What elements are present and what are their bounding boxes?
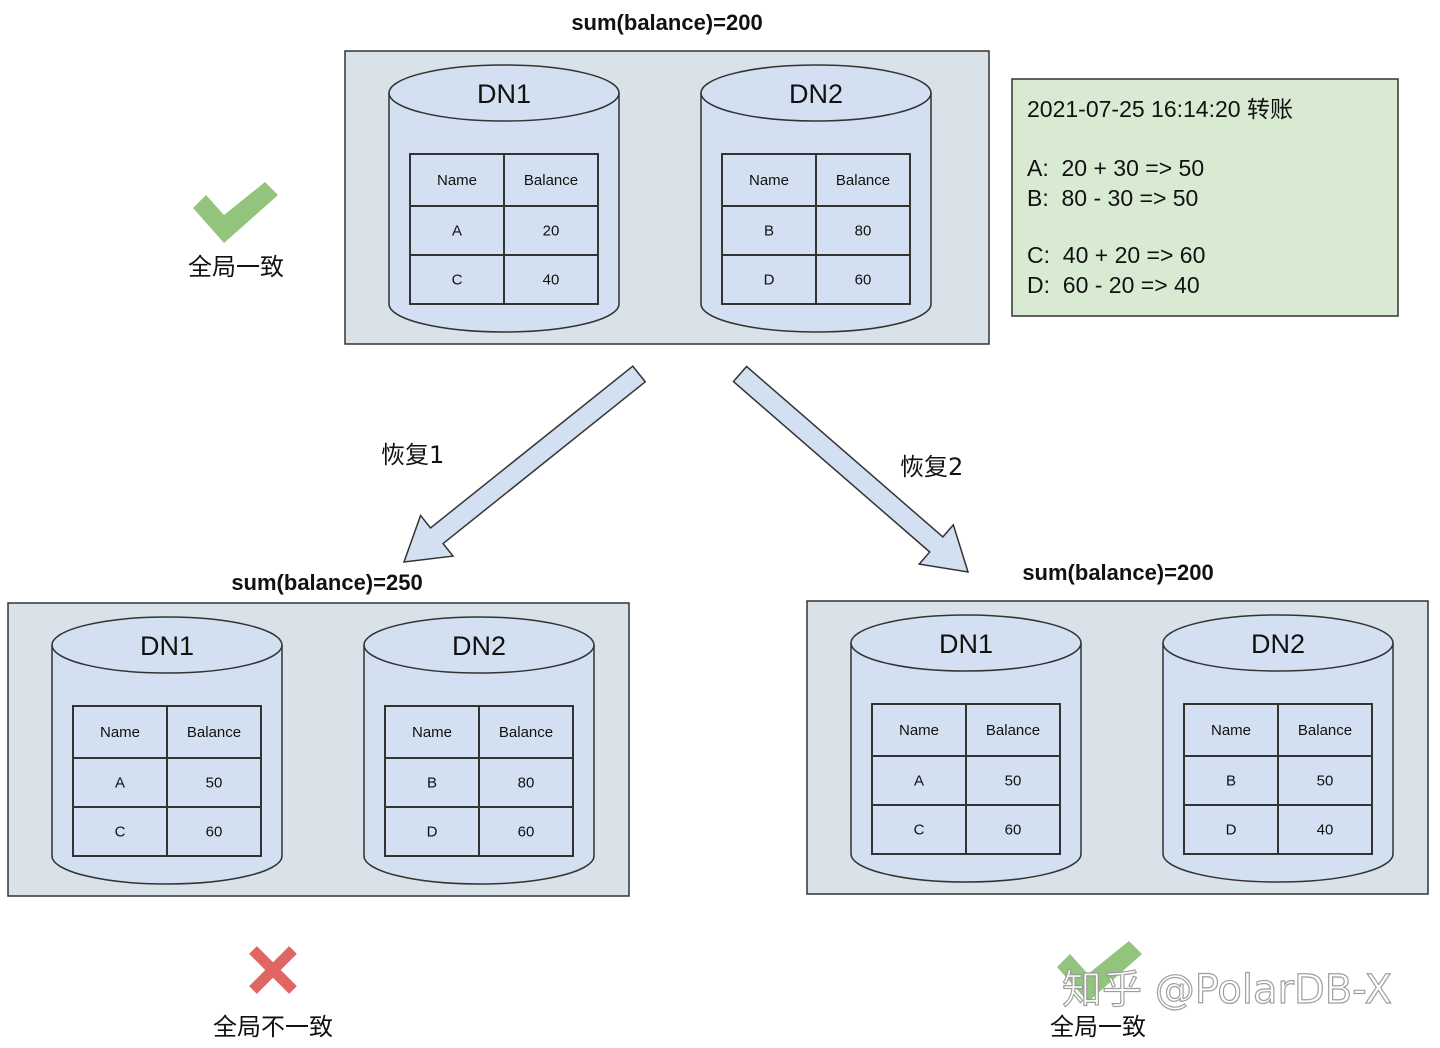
- table-header-cell: Name: [1211, 722, 1251, 739]
- note-line: C: 40 + 20 => 60: [1027, 242, 1205, 268]
- table-header-cell: Name: [899, 722, 939, 739]
- sum-balance-label: sum(balance)=200: [571, 10, 762, 35]
- table-header-cell: Balance: [986, 722, 1040, 739]
- cylinder-top: [51, 616, 283, 674]
- table-header-cell: Name: [749, 172, 789, 189]
- sum-balance-label: sum(balance)=250: [231, 570, 422, 595]
- table-cell: 50: [206, 775, 223, 792]
- arrow-label: 恢复2: [900, 453, 963, 481]
- arrow-label: 恢复1: [381, 441, 444, 469]
- note-box: [1011, 78, 1399, 317]
- table-header-cell: Balance: [524, 172, 578, 189]
- table-cell: C: [452, 272, 463, 289]
- table-cell: B: [764, 223, 774, 240]
- table-cell: 60: [206, 824, 223, 841]
- table-header-cell: Balance: [187, 724, 241, 741]
- table-cell: A: [914, 773, 924, 790]
- node-title: DN2: [789, 79, 843, 109]
- check-icon: [1057, 941, 1142, 1002]
- table-cell: D: [1226, 822, 1237, 839]
- cylinder-top: [363, 616, 595, 674]
- sum-balance-label: sum(balance)=200: [1022, 560, 1213, 585]
- node-title: DN1: [140, 631, 194, 661]
- table-header-cell: Balance: [836, 172, 890, 189]
- verdict-label: 全局不一致: [213, 1013, 333, 1041]
- cylinder-top: [700, 64, 932, 122]
- cross-icon: [249, 946, 297, 994]
- table-cell: B: [1226, 773, 1236, 790]
- arrow-down-right-icon: [732, 365, 970, 573]
- consistency-verdict: 全局一致: [188, 182, 284, 281]
- table-cell: A: [452, 223, 462, 240]
- note-line: B: 80 - 30 => 50: [1027, 185, 1198, 211]
- node-title: DN1: [939, 629, 993, 659]
- table-cell: A: [115, 775, 125, 792]
- table-cell: C: [914, 822, 925, 839]
- table-cell: 40: [543, 272, 560, 289]
- node-title: DN2: [452, 631, 506, 661]
- table-header-cell: Balance: [499, 724, 553, 741]
- cylinder-top: [850, 614, 1082, 672]
- table-cell: D: [427, 824, 438, 841]
- cylinder-top: [388, 64, 620, 122]
- check-icon: [193, 182, 278, 243]
- table-cell: 50: [1317, 773, 1334, 790]
- recovery-2-arrow: 恢复2: [732, 365, 970, 573]
- node-title: DN1: [477, 79, 531, 109]
- table-cell: 60: [855, 272, 872, 289]
- note-line: D: 60 - 20 => 40: [1027, 272, 1200, 298]
- table-header-cell: Name: [412, 724, 452, 741]
- consistency-verdict: 全局不一致: [213, 946, 333, 1041]
- table-header-cell: Name: [100, 724, 140, 741]
- node-title: DN2: [1251, 629, 1305, 659]
- table-cell: 40: [1317, 822, 1334, 839]
- table-cell: D: [764, 272, 775, 289]
- table-header-cell: Name: [437, 172, 477, 189]
- table-cell: 20: [543, 223, 560, 240]
- note-line: A: 20 + 30 => 50: [1027, 155, 1204, 181]
- verdict-label: 全局一致: [1050, 1013, 1146, 1041]
- arrow-down-left-icon: [402, 365, 647, 563]
- table-cell: 80: [855, 223, 872, 240]
- watermark: 知乎 @PolarDB-X: [1062, 967, 1392, 1013]
- table-cell: 60: [1005, 822, 1022, 839]
- cylinder-top: [1162, 614, 1394, 672]
- table-cell: 60: [518, 824, 535, 841]
- table-cell: 80: [518, 775, 535, 792]
- transfer-note: 2021-07-25 16:14:20 转账 A: 20 + 30 => 50 B:…: [1011, 78, 1399, 317]
- table-cell: 50: [1005, 773, 1022, 790]
- table-cell: B: [427, 775, 437, 792]
- recovery-1-arrow: 恢复1: [381, 365, 647, 563]
- table-cell: C: [115, 824, 126, 841]
- verdict-label: 全局一致: [188, 253, 284, 281]
- note-title: 2021-07-25 16:14:20 转账: [1027, 96, 1293, 122]
- consistency-verdict: 全局一致: [1050, 941, 1146, 1041]
- table-header-cell: Balance: [1298, 722, 1352, 739]
